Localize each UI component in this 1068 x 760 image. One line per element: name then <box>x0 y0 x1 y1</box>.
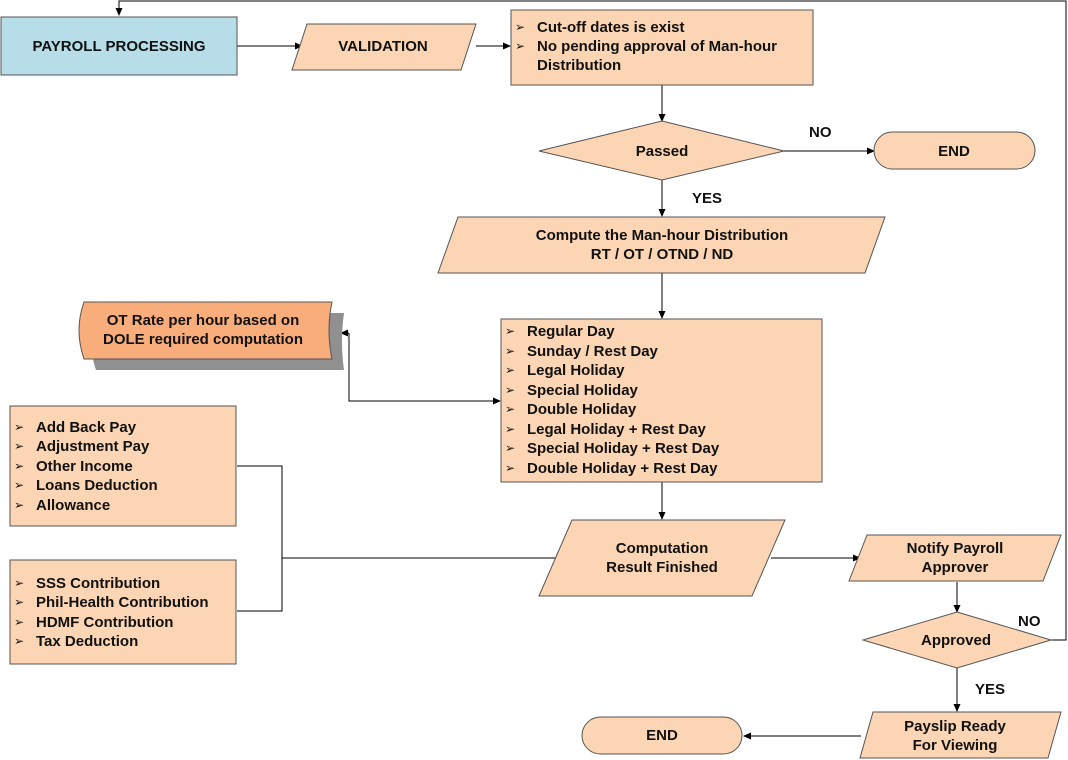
line-income-join <box>237 465 283 612</box>
income-item: Loans Deduction <box>36 477 158 494</box>
connectors <box>115 0 1067 740</box>
compute-label-line2: RT / OT / OTND / ND <box>591 246 734 263</box>
ot-rate-label-line2: DOLE required computation <box>103 331 303 348</box>
result-label-line2: Result Finished <box>606 559 718 576</box>
day-type-item: Double Holiday <box>527 401 637 418</box>
day-type-item: Legal Holiday <box>527 362 625 379</box>
arrowhead-bullet-icon: ➢ <box>14 459 24 473</box>
validation-label: VALIDATION <box>338 38 427 55</box>
day-type-item: Legal Holiday + Rest Day <box>527 421 706 438</box>
notify-label-line2: Approver <box>922 559 989 576</box>
day-type-item: Sunday / Rest Day <box>527 343 659 360</box>
approved-label: Approved <box>921 632 991 649</box>
income-item: Add Back Pay <box>36 419 137 436</box>
day-type-item: Regular Day <box>527 323 615 340</box>
end-node-top: END <box>873 131 1036 170</box>
arrowhead-bullet-icon: ➢ <box>14 420 24 434</box>
validation-node: VALIDATION <box>291 23 477 71</box>
result-node: Computation Result Finished <box>538 519 786 597</box>
validation-checks-box: ➢ Cut-off dates is exist ➢ No pending ap… <box>510 9 814 86</box>
day-types-box: ➢ Regular Day ➢ Sunday / Rest Day ➢ Lega… <box>500 318 823 483</box>
start-node: PAYROLL PROCESSING <box>0 16 238 76</box>
check-item: No pending approval of Man-hour <box>537 38 777 55</box>
arrowhead-bullet-icon: ➢ <box>505 363 515 377</box>
arrowhead-bullet-icon: ➢ <box>515 39 525 53</box>
end-node-bottom: END <box>581 716 743 755</box>
payslip-label-line2: For Viewing <box>913 737 998 754</box>
no-label: NO <box>809 124 832 141</box>
income-item: Other Income <box>36 458 133 475</box>
check-item: Distribution <box>537 57 621 74</box>
yes-label: YES <box>975 681 1005 698</box>
income-item: Adjustment Pay <box>36 438 150 455</box>
compute-node: Compute the Man-hour Distribution RT / O… <box>437 216 886 274</box>
arrowhead-bullet-icon: ➢ <box>14 498 24 512</box>
arrowhead-bullet-icon: ➢ <box>515 20 525 34</box>
arrowhead-bullet-icon: ➢ <box>14 615 24 629</box>
arrowhead-bullet-icon: ➢ <box>14 478 24 492</box>
day-type-item: Double Holiday + Rest Day <box>527 460 718 477</box>
arrowhead-bullet-icon: ➢ <box>505 461 515 475</box>
day-type-item: Special Holiday + Rest Day <box>527 440 720 457</box>
ot-rate-label-line1: OT Rate per hour based on <box>107 312 300 329</box>
ot-rate-node: OT Rate per hour based on DOLE required … <box>78 301 344 370</box>
result-label-line1: Computation <box>616 540 708 557</box>
passed-label: Passed <box>636 143 689 160</box>
payroll-processing-label: PAYROLL PROCESSING <box>32 38 205 55</box>
income-box: ➢ Add Back Pay ➢ Adjustment Pay ➢ Other … <box>9 405 237 527</box>
arrowhead-bullet-icon: ➢ <box>505 324 515 338</box>
arrowhead-bullet-icon: ➢ <box>505 344 515 358</box>
arrow-approved-no-loop <box>115 0 1067 641</box>
day-type-item: Special Holiday <box>527 382 639 399</box>
deduction-item: SSS Contribution <box>36 575 160 592</box>
end-label: END <box>646 727 678 744</box>
arrowhead-bullet-icon: ➢ <box>14 595 24 609</box>
yes-label: YES <box>692 190 722 207</box>
arrowhead-bullet-icon: ➢ <box>14 439 24 453</box>
arrow-ot-rate-link <box>348 333 501 405</box>
check-item: Cut-off dates is exist <box>537 19 685 36</box>
payslip-label-line1: Payslip Ready <box>904 718 1006 735</box>
deduction-item: HDMF Contribution <box>36 614 173 631</box>
arrowhead-bullet-icon: ➢ <box>14 576 24 590</box>
arrowhead-bullet-icon: ➢ <box>14 634 24 648</box>
arrowhead-bullet-icon: ➢ <box>505 402 515 416</box>
no-label: NO <box>1018 613 1041 630</box>
passed-decision: Passed <box>538 120 785 181</box>
arrowhead-bullet-icon: ➢ <box>505 441 515 455</box>
deduction-item: Phil-Health Contribution <box>36 594 208 611</box>
arrowhead-bullet-icon: ➢ <box>505 383 515 397</box>
deductions-box: ➢ SSS Contribution ➢ Phil-Health Contrib… <box>9 559 237 665</box>
end-label: END <box>938 143 970 160</box>
notify-label-line1: Notify Payroll <box>907 540 1004 557</box>
payslip-node: Payslip Ready For Viewing <box>859 711 1062 759</box>
approved-decision: Approved <box>861 611 1053 669</box>
notify-node: Notify Payroll Approver <box>848 534 1062 582</box>
deduction-item: Tax Deduction <box>36 633 138 650</box>
compute-label-line1: Compute the Man-hour Distribution <box>536 227 788 244</box>
income-item: Allowance <box>36 497 110 514</box>
arrowhead-bullet-icon: ➢ <box>505 422 515 436</box>
